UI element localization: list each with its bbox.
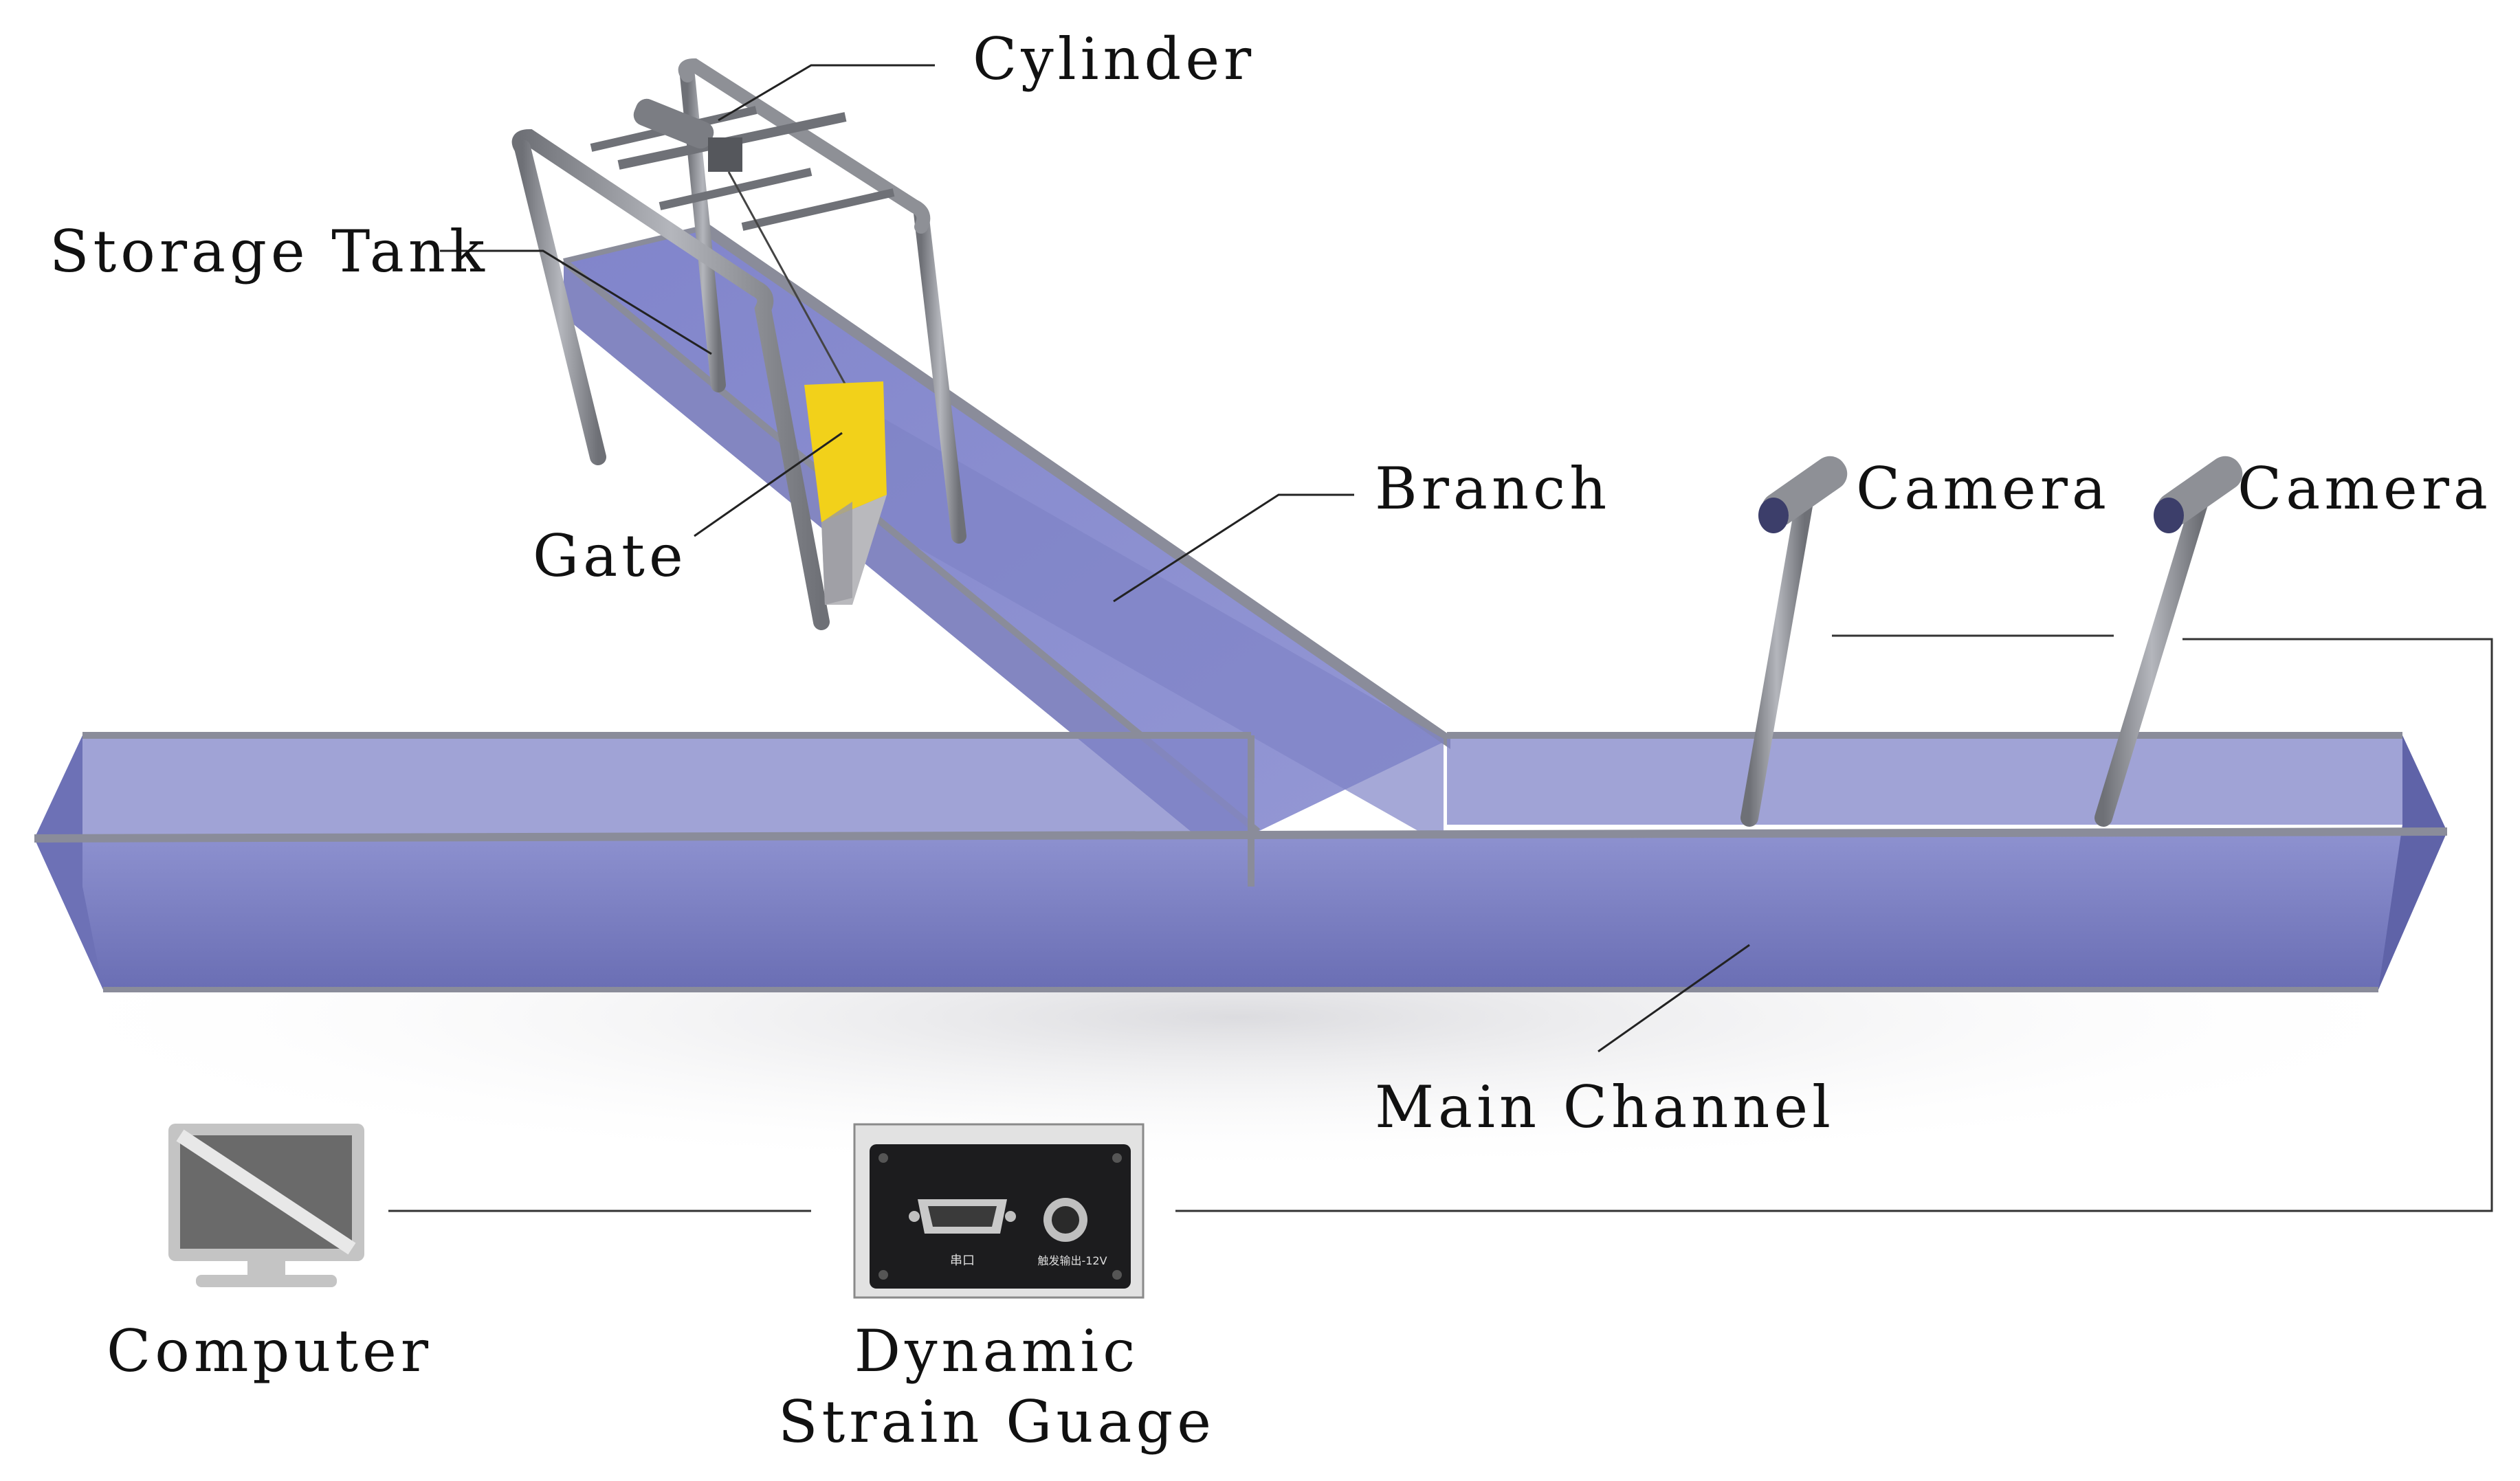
label-branch: Branch bbox=[1375, 455, 1611, 522]
power-port-label: 触发输出-12V bbox=[1037, 1254, 1107, 1267]
serial-port-label: 串口 bbox=[950, 1254, 975, 1268]
camera-1 bbox=[1740, 456, 1848, 827]
branch-channel bbox=[561, 224, 1452, 887]
cylinder bbox=[633, 98, 847, 386]
label-camera-1: Camera bbox=[1856, 455, 2110, 522]
label-main-channel: Main Channel bbox=[1375, 1073, 1835, 1141]
label-gate: Gate bbox=[533, 522, 687, 590]
gate bbox=[804, 381, 887, 605]
leader-lines bbox=[440, 64, 1750, 1053]
main-channel bbox=[34, 732, 2448, 992]
camera-2 bbox=[2095, 456, 2243, 827]
storage-tank-frame bbox=[511, 58, 966, 630]
connection-wires bbox=[388, 634, 2493, 1212]
label-cylinder: Cylinder bbox=[973, 25, 1255, 93]
computer-icon bbox=[168, 1124, 364, 1287]
label-camera-2: Camera bbox=[2237, 455, 2492, 522]
label-strain-gauge-line2: Strain Guage bbox=[778, 1388, 1215, 1456]
label-computer: Computer bbox=[107, 1317, 432, 1385]
label-strain-gauge-line1: Dynamic bbox=[854, 1317, 1140, 1385]
strain-gauge-device: 串口 触发输出-12V bbox=[853, 1123, 1145, 1299]
label-storage-tank: Storage Tank bbox=[49, 218, 489, 285]
